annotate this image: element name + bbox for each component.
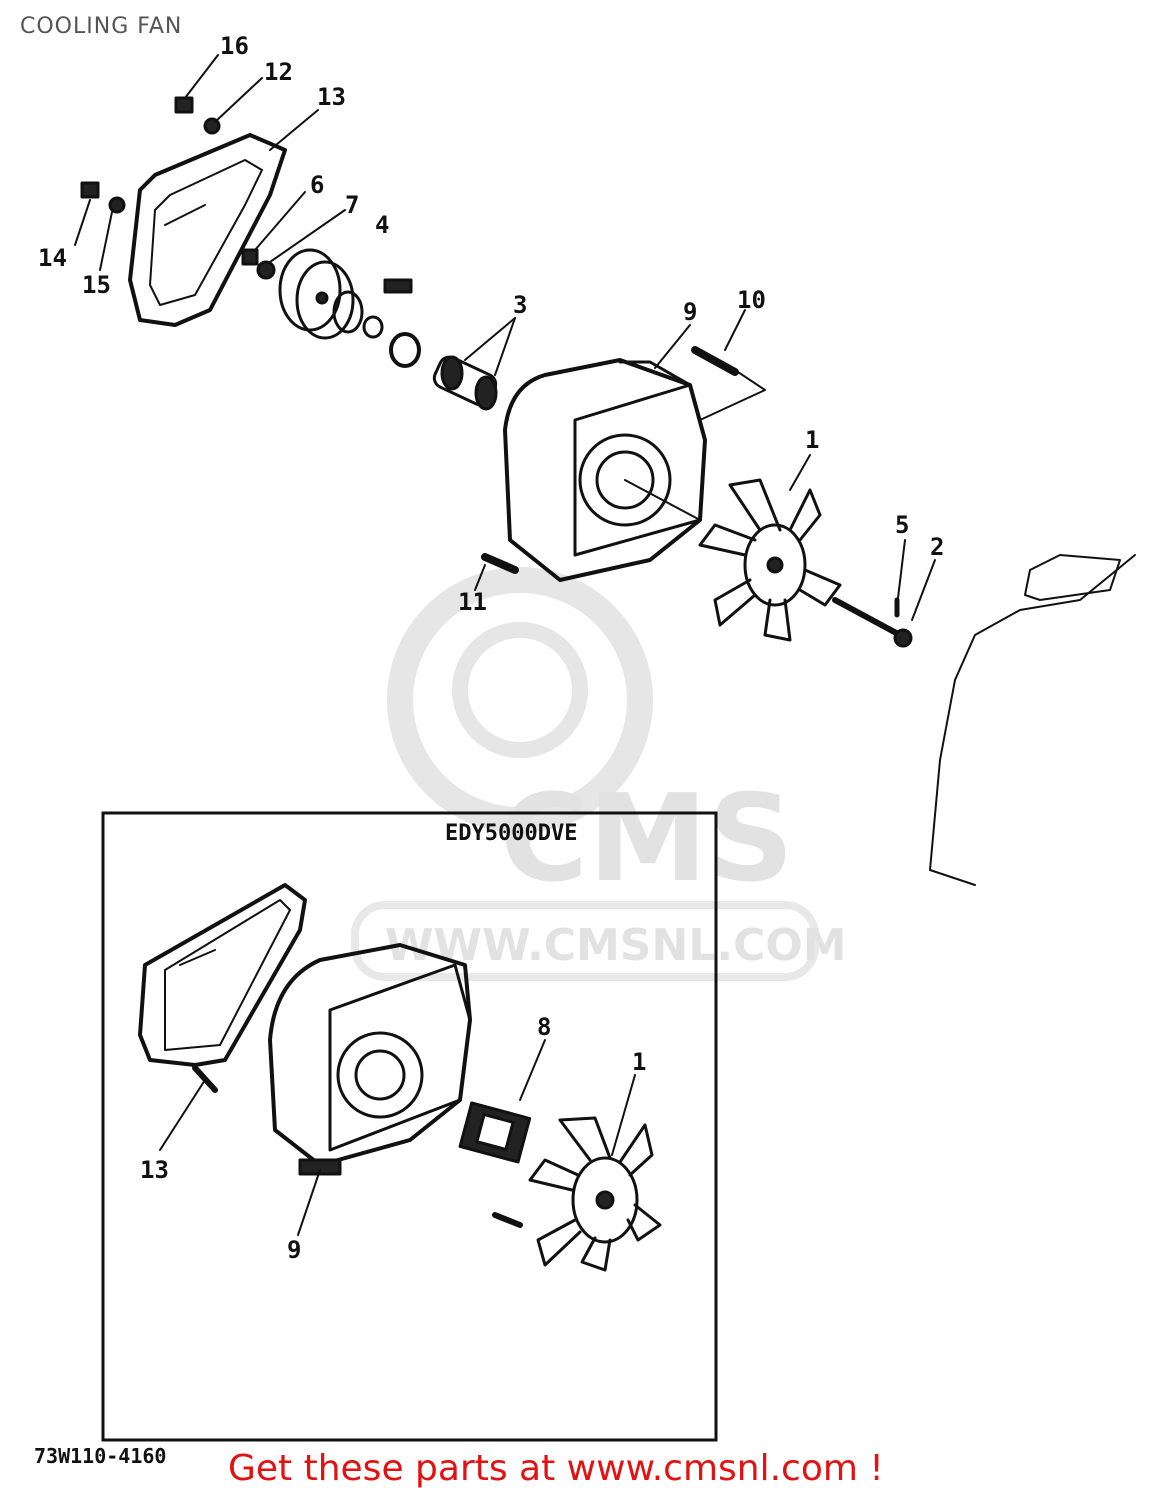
inset-callout-9: 9: [287, 1236, 301, 1264]
callout-3: 3: [513, 291, 527, 319]
inset-part-8: [458, 1101, 532, 1164]
pulley-4: [278, 248, 364, 340]
bolt-16: [174, 96, 194, 114]
inset-cover-13: [138, 883, 307, 1093]
callout-1: 1: [805, 426, 819, 454]
callout-7: 7: [345, 191, 359, 219]
page-title: COOLING FAN: [20, 14, 183, 39]
inset-title: EDY5000DVE: [445, 821, 577, 846]
leader-lines: [74, 54, 936, 621]
callout-10: 10: [737, 286, 766, 314]
drawing-code: 73W110-4160: [34, 1444, 167, 1468]
bolt-10: [691, 346, 739, 376]
main-callouts: 16 12 13 6 7 4 14 15 3 9 10 1 5 2 11: [38, 32, 944, 616]
flange: [389, 332, 421, 368]
cms-watermark: CMS WWW.CMSNL.COM: [351, 567, 847, 981]
collar: [362, 315, 384, 339]
inset-callout-13: 13: [140, 1156, 169, 1184]
callout-12: 12: [264, 58, 293, 86]
callout-15: 15: [82, 271, 111, 299]
bolt-14: [80, 181, 100, 199]
shaft-2: [832, 597, 913, 648]
bearings-3: [432, 355, 498, 411]
small-bolt-8: [383, 278, 413, 294]
callout-16: 16: [220, 32, 249, 60]
fan-1: [698, 478, 842, 642]
callout-11: 11: [458, 588, 487, 616]
footer-parts-link[interactable]: Get these parts at www.cmsnl.com !: [228, 1448, 884, 1489]
washer-15: [108, 196, 126, 214]
nut-6: [241, 248, 259, 266]
callout-6: 6: [310, 171, 324, 199]
engine-outline: [929, 554, 1136, 886]
bolt-11: [481, 553, 519, 574]
inset-callout-8: 8: [537, 1013, 551, 1041]
inset-leader-lines: [159, 1039, 636, 1236]
callout-13: 13: [317, 83, 346, 111]
inset-edy5000dve: EDY5000DVE: [101, 811, 718, 1442]
callout-2: 2: [930, 533, 944, 561]
inset-callout-1: 1: [632, 1048, 646, 1076]
callout-4: 4: [375, 211, 389, 239]
washer-7: [256, 260, 276, 280]
callout-5: 5: [895, 511, 909, 539]
part-cover-13: [128, 133, 287, 327]
inset-housing-9: [268, 943, 472, 1176]
inset-fan-1: [492, 1116, 662, 1272]
watermark-brand: CMS: [500, 770, 794, 909]
fan-housing-9: [503, 358, 707, 582]
callout-14: 14: [38, 244, 67, 272]
callout-9: 9: [683, 298, 697, 326]
